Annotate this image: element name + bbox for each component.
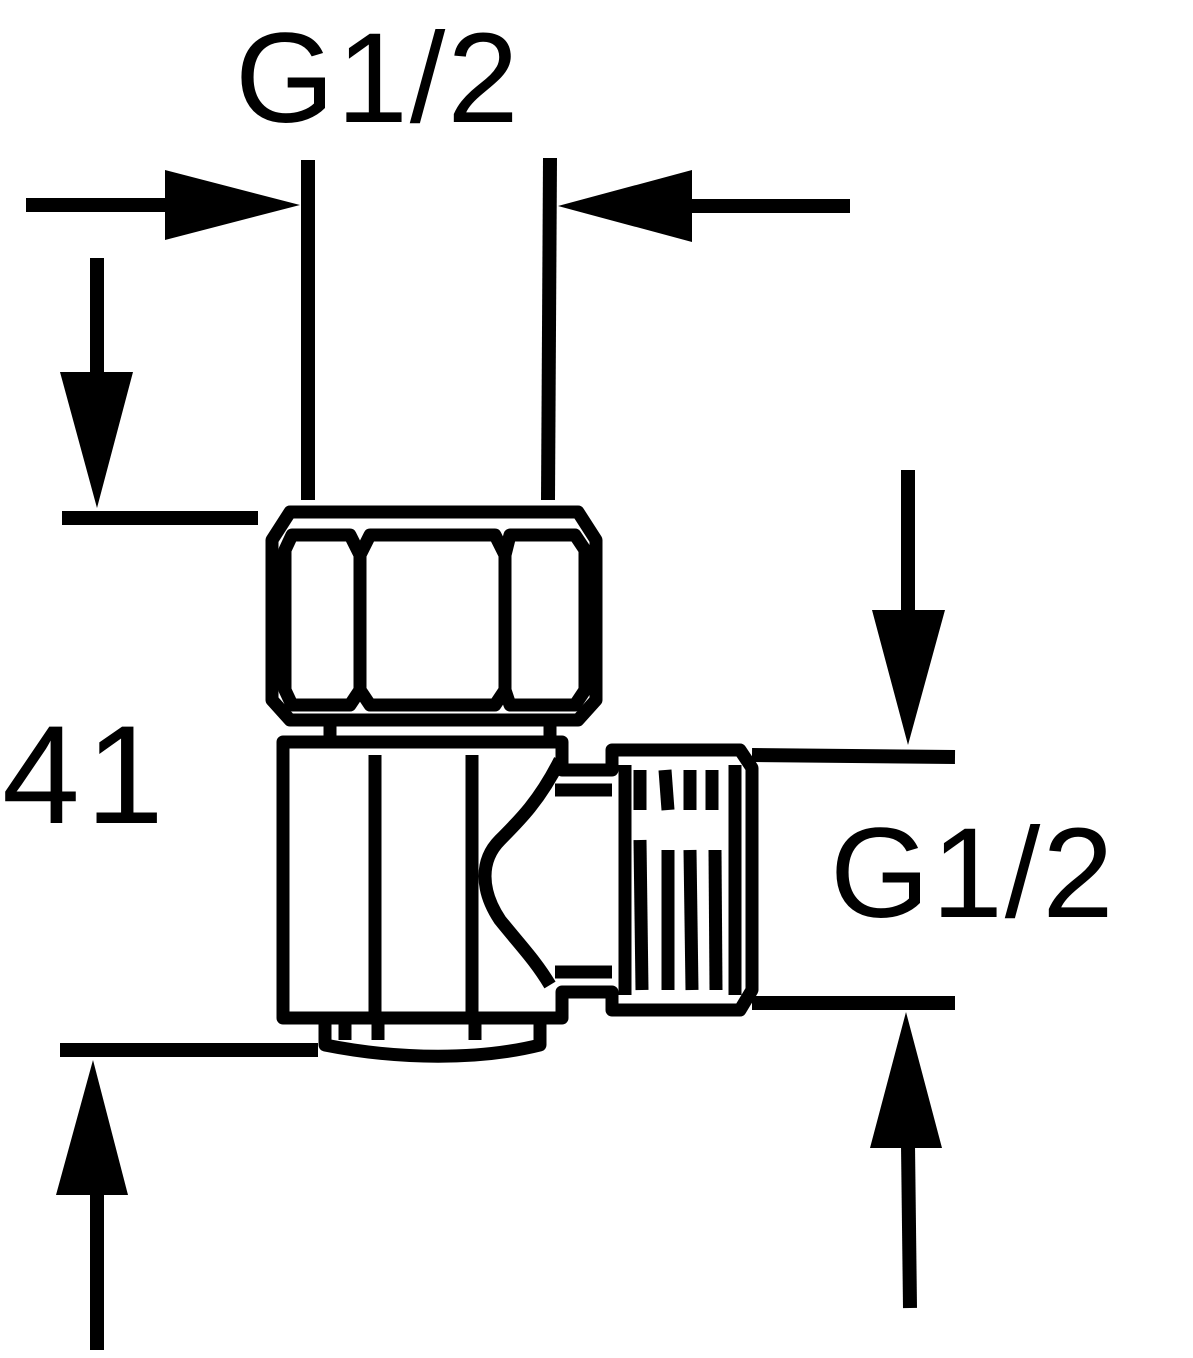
thread-cut-8	[708, 849, 723, 991]
side-thread-label: G1/2	[830, 802, 1116, 945]
hex-nut-face-center	[353, 528, 512, 712]
top-extension-line-right	[541, 157, 557, 501]
height-arrowhead-top	[60, 372, 133, 508]
top-thread-label: G1/2	[235, 7, 521, 150]
side-arrowhead-bottom	[870, 1012, 942, 1148]
side-extension-line-top	[751, 748, 956, 764]
thread-cut-7	[683, 849, 699, 991]
thread-cut-5	[633, 839, 649, 991]
hex-nut	[265, 505, 603, 727]
thread-cut-2	[658, 769, 675, 811]
hex-nut-face-left	[278, 528, 367, 712]
side-thread-dimension	[751, 470, 956, 1309]
saddle-curve	[478, 757, 566, 989]
side-arrowhead-top	[872, 610, 945, 745]
height-arrowhead-bottom	[56, 1060, 128, 1195]
height-dimension	[60, 258, 318, 1350]
top-arrowhead-right	[558, 170, 692, 242]
top-thread-dimension	[26, 157, 850, 501]
fitting	[265, 505, 759, 1063]
top-arrowhead-left	[165, 170, 300, 240]
bottom-cap	[318, 1018, 547, 1063]
main-body	[276, 735, 759, 1025]
height-label: 41	[2, 696, 170, 853]
hex-nut-face-right	[498, 528, 592, 712]
side-dimension-line-bottom	[901, 1144, 917, 1309]
